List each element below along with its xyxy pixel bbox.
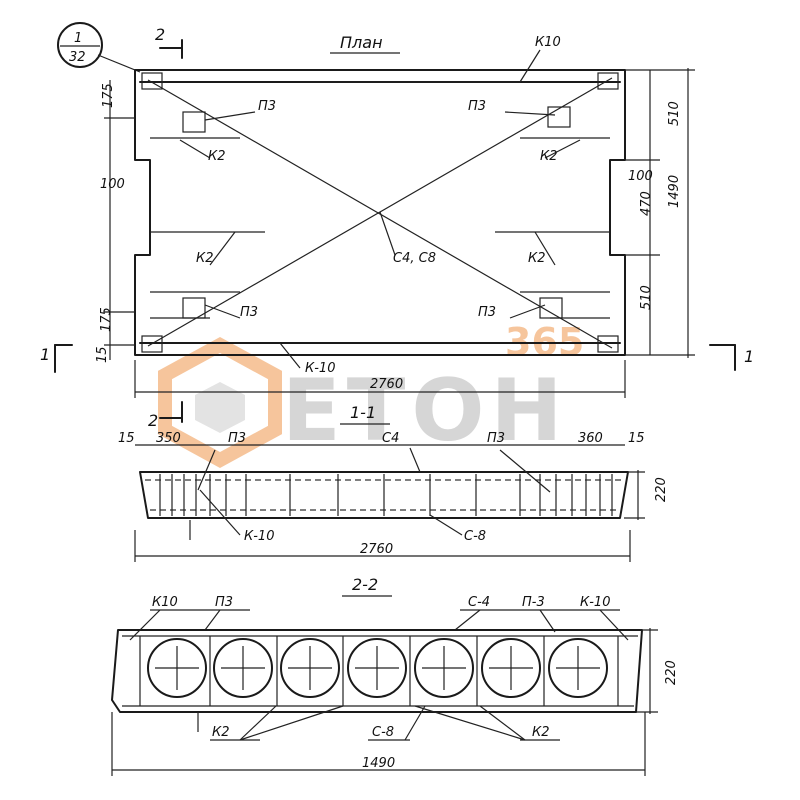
dim-220-s1: 220	[654, 477, 669, 502]
section-1-outline	[139, 471, 629, 519]
cut-2-label: 2	[155, 25, 165, 44]
k2-tr-label: К2	[540, 149, 558, 164]
cut-marker-1-left: 1	[40, 344, 73, 373]
k10-s1: К-10	[244, 529, 274, 544]
dim-1490-right: 1490	[667, 175, 682, 208]
cut-marker-1-right: 1	[709, 344, 754, 371]
p3-left-s2: П3	[215, 595, 233, 610]
watermark-logo-icon	[158, 337, 282, 468]
section-marker-number: 1	[74, 31, 82, 46]
section-1-title: 1-1	[350, 403, 376, 422]
c4-s2: С-4	[468, 595, 490, 610]
c4-s1: С4	[382, 431, 399, 446]
dim-15-left-s1: 15	[118, 431, 135, 446]
center-label: С4, С8	[393, 251, 436, 266]
k2-right-s2: К2	[532, 725, 550, 740]
section-marker-sheet: 32	[69, 50, 86, 65]
p3-tl-label: П3	[258, 99, 276, 114]
section-2-2-view: 2-2 К10 П3 С-4 П-3 К-10	[111, 575, 679, 776]
dim-15-right-s1: 15	[628, 431, 645, 446]
k2-ml-label: К2	[196, 251, 214, 266]
k2-tl-label: К2	[208, 149, 226, 164]
section-1-stirrups	[159, 474, 613, 516]
k2-left-s2: К2	[212, 725, 230, 740]
dim-100-left: 100	[100, 177, 125, 192]
dim-15-left: 15	[95, 346, 110, 363]
p3-right-s1: П3	[487, 431, 505, 446]
section-2-ribs	[139, 636, 619, 706]
cut-marker-2-mid: 2	[148, 401, 183, 430]
cut-marker-2-top: 2	[155, 25, 183, 59]
section-2-outline	[111, 629, 643, 713]
dim-100-right: 100	[628, 169, 653, 184]
section-1-1-view: 2 1-1 15 350 360 15 П3 С4 П3	[118, 401, 669, 562]
c8-s1: С-8	[464, 529, 486, 544]
dim-510-top: 510	[667, 101, 682, 126]
section-2-title: 2-2	[352, 575, 378, 594]
p3-br-label: П3	[478, 305, 496, 320]
dim-220-s2: 220	[664, 660, 679, 685]
dim-1490-s2: 1490	[362, 756, 395, 771]
plan-title: План	[340, 33, 383, 52]
watermark-word: ЕТОН	[282, 361, 569, 461]
k2-mr-label: К2	[528, 251, 546, 266]
k10-left-s2: К10	[152, 595, 178, 610]
c8-s2: С-8	[372, 725, 394, 740]
plan-view: 1 32 2 План	[40, 22, 754, 398]
dim-2760-s1: 2760	[360, 542, 393, 557]
section-marker: 1 32	[57, 22, 141, 73]
k10-bottom-label: К-10	[305, 361, 335, 376]
dim-360-right: 360	[578, 431, 603, 446]
p3-bl-label: П3	[240, 305, 258, 320]
p3-tr-label: П3	[468, 99, 486, 114]
dim-510-bottom: 510	[639, 285, 654, 310]
svg-text:1: 1	[40, 345, 50, 364]
dim-470: 470	[639, 191, 654, 216]
core-crosshairs	[155, 646, 600, 690]
p3-right-s2: П-3	[522, 595, 545, 610]
svg-text:2: 2	[148, 411, 158, 430]
dim-350-left: 350	[156, 431, 181, 446]
dim-2760-plan: 2760	[370, 377, 403, 392]
svg-text:1: 1	[744, 347, 754, 366]
hollow-cores	[147, 638, 608, 698]
dim-175-top: 175	[101, 83, 116, 108]
p3-left-s1: П3	[228, 431, 246, 446]
dim-175-bottom: 175	[99, 307, 114, 332]
k10-right-s2: К-10	[580, 595, 610, 610]
k10-top-label: К10	[535, 35, 561, 50]
